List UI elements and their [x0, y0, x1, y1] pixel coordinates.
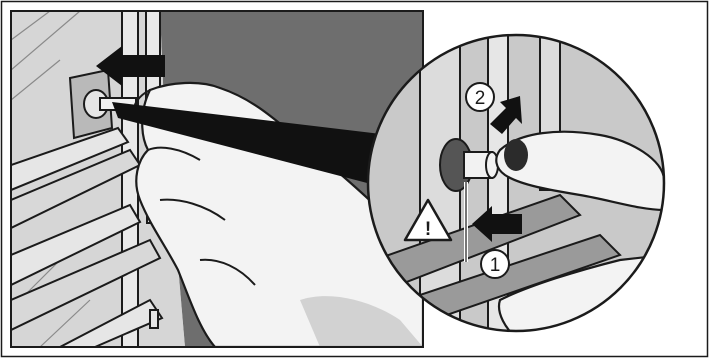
callout-2: 2	[466, 83, 494, 111]
callout-1-label: 1	[490, 255, 501, 276]
warning-symbol: !	[425, 219, 431, 240]
callout-2-label: 2	[475, 88, 486, 109]
callout-1: 1	[481, 250, 509, 278]
